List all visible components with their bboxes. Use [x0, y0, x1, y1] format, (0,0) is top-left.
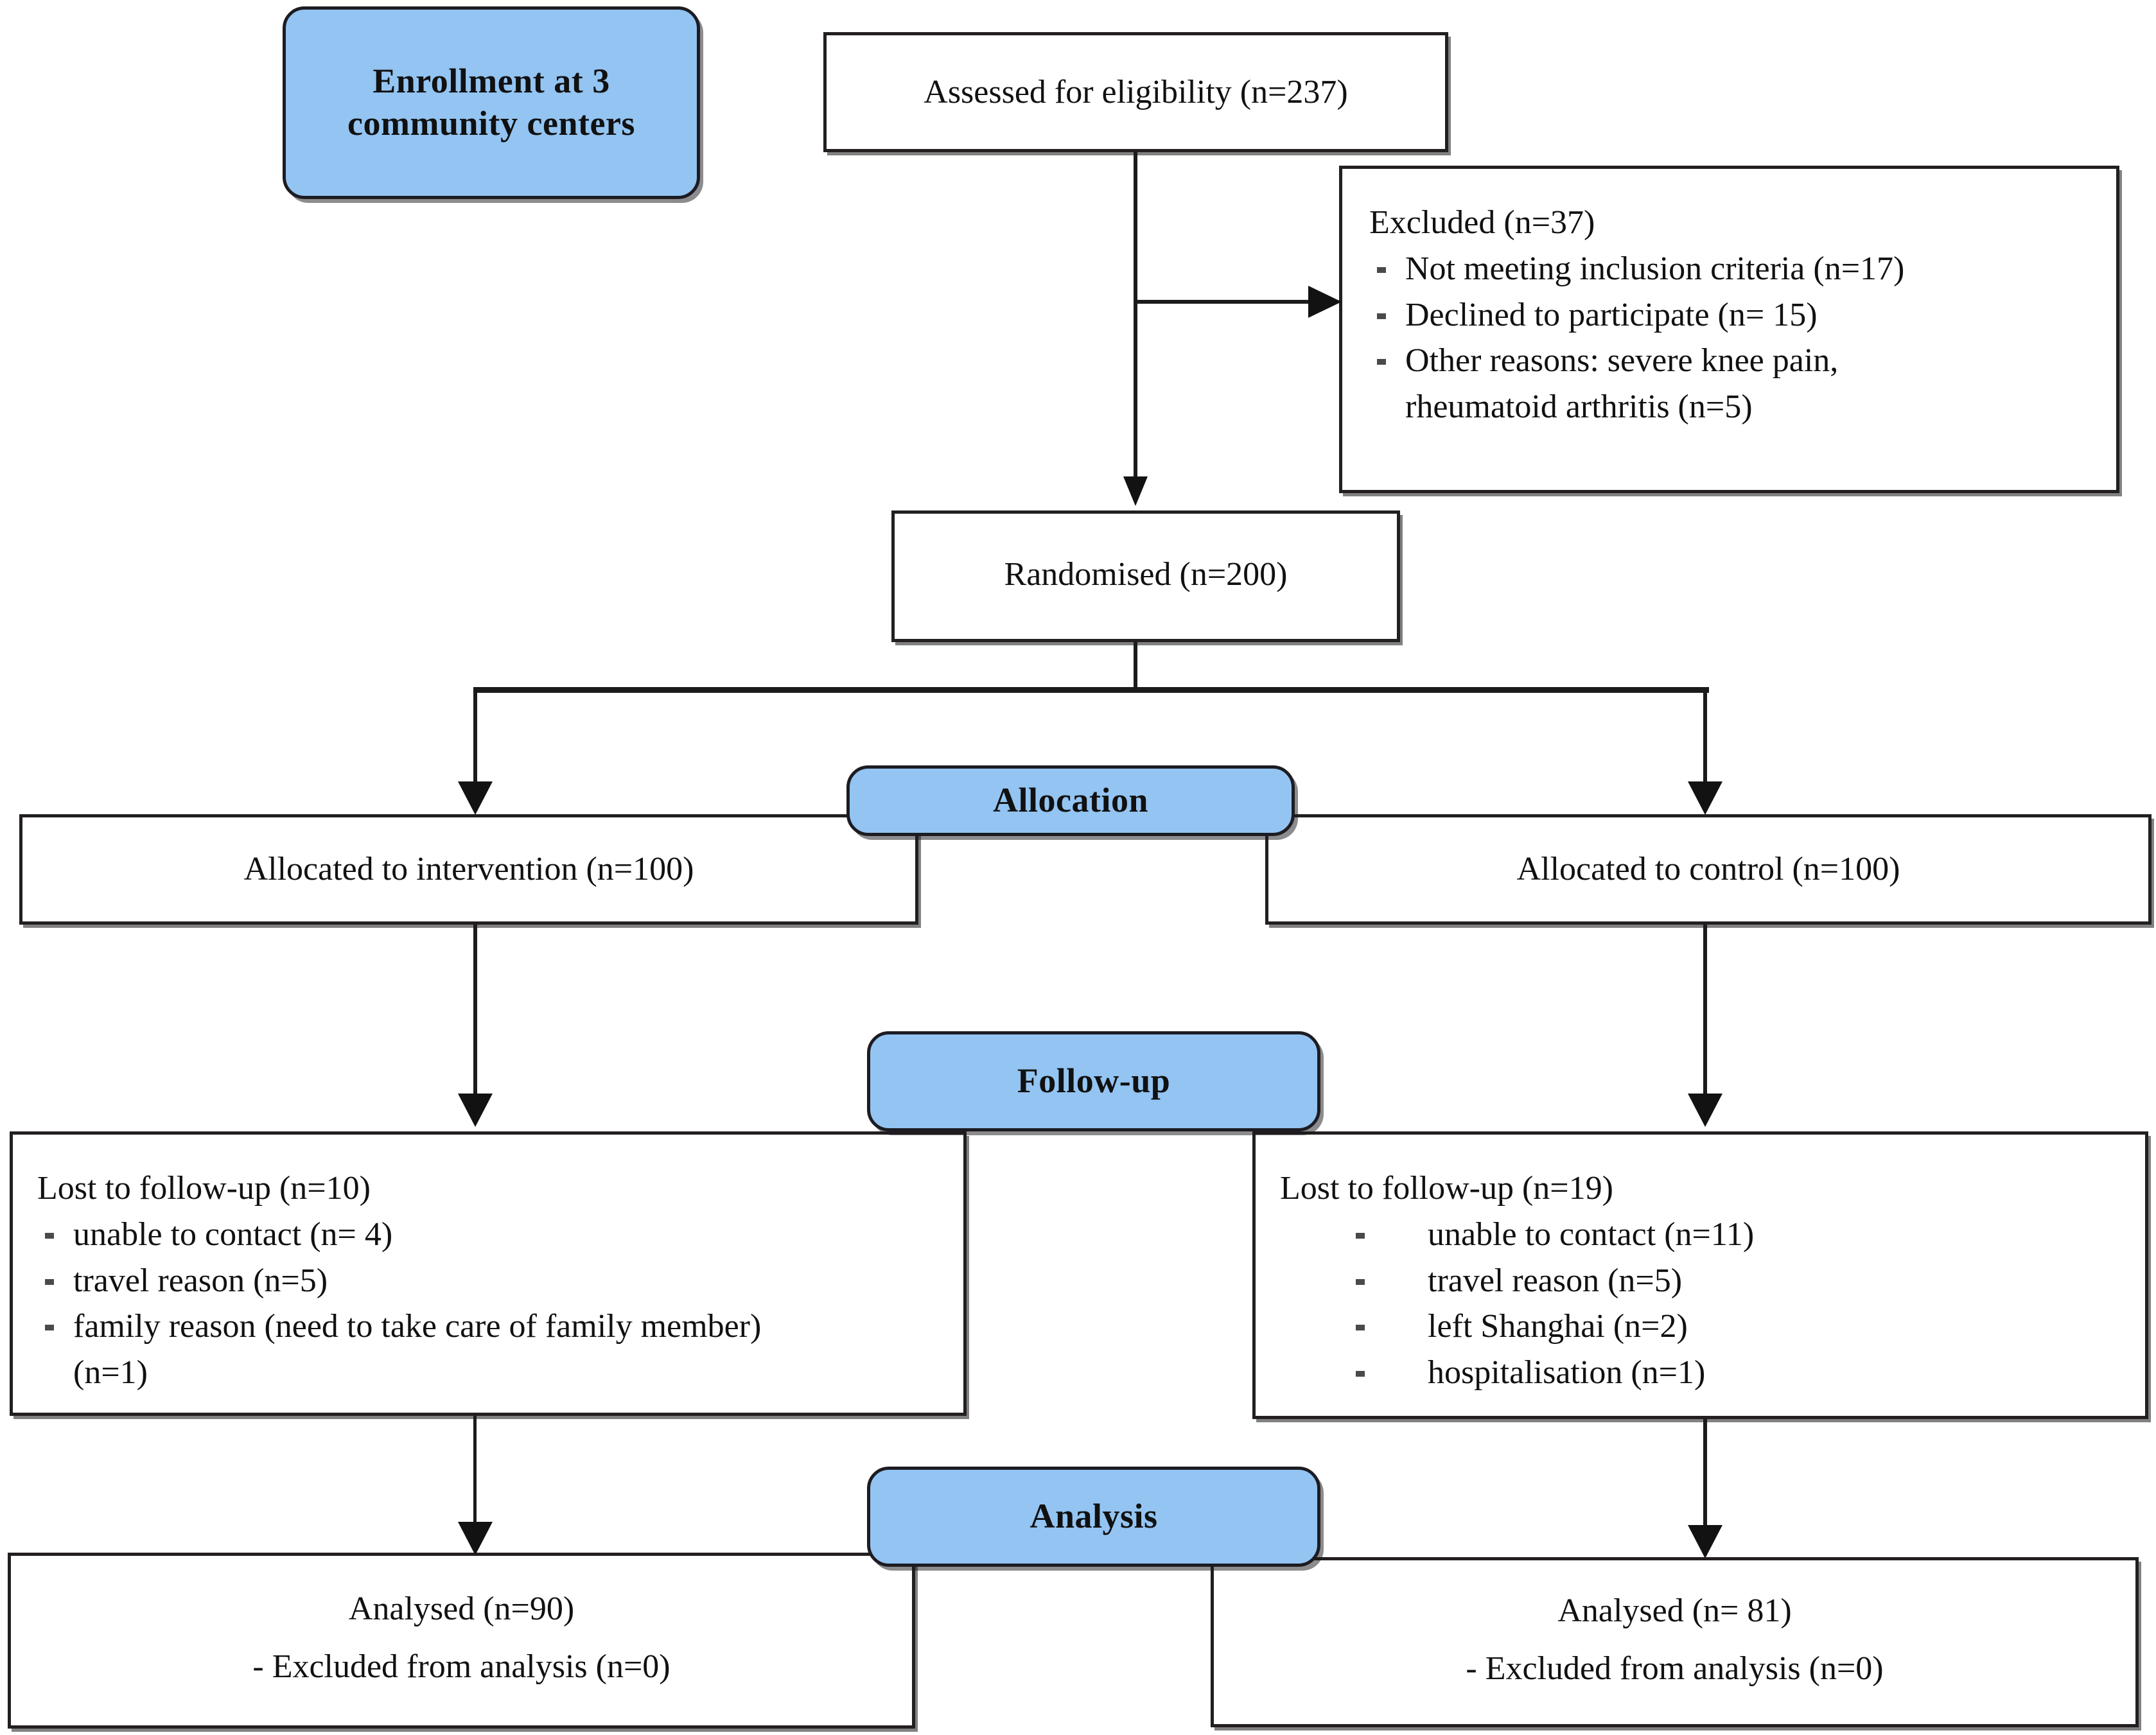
followup-control-list: Lost to follow-up (n=19) unable to conta… [1280, 1165, 2135, 1396]
stage-label-enrollment-text: Enrollment at 3 community centers [347, 60, 635, 145]
excluded-reason-3: Other reasons: severe knee pain, [1369, 338, 2105, 384]
excluded-reason-3-continuation: rheumatoid arthritis (n=5) [1405, 388, 1753, 425]
stage-label-analysis-text: Analysis [1030, 1497, 1158, 1536]
analysed-intervention-text: Analysed (n=90) [348, 1591, 575, 1627]
followup-intervention-reason-3-continuation: (n=1) [73, 1354, 148, 1391]
stage-label-enrollment: Enrollment at 3 community centers [283, 6, 700, 199]
stage-label-followup-text: Follow-up [1017, 1061, 1171, 1101]
connector-split-to-intervention [473, 687, 477, 787]
arrowhead-assessed-to-randomised [1123, 476, 1148, 506]
connector-followup-intervention-to-analysis [473, 1416, 477, 1528]
connector-assessed-to-excluded [1134, 300, 1310, 304]
connector-randomised-down [1134, 642, 1137, 690]
analysed-control-box: Analysed (n= 81) - Excluded from analysi… [1211, 1557, 2139, 1727]
arrowhead-followup-intervention-to-analysis [458, 1522, 493, 1555]
analysed-intervention-excluded-label: Excluded from analysis (n=0) [272, 1648, 670, 1685]
enrollment-line-2: community centers [347, 104, 635, 143]
analysed-control-excluded-text: - Excluded from analysis (n=0) [1214, 1648, 2135, 1689]
followup-intervention-reason-1: unable to contact (n= 4) [37, 1212, 953, 1258]
excluded-heading: Excluded (n=37) [1369, 204, 1595, 241]
arrowhead-split-to-control [1688, 781, 1722, 815]
followup-control-reason-1: unable to contact (n=11) [1280, 1212, 2135, 1258]
lost-to-followup-control-box: Lost to follow-up (n=19) unable to conta… [1252, 1131, 2148, 1419]
stage-label-allocation-text: Allocation [993, 781, 1148, 820]
followup-intervention-reason-3: family reason (need to take care of fami… [37, 1303, 953, 1350]
followup-intervention-reason-2: travel reason (n=5) [37, 1258, 953, 1304]
excluded-box: Excluded (n=37) Not meeting inclusion cr… [1339, 166, 2119, 493]
analysed-control-excluded-label: Excluded from analysis (n=0) [1485, 1650, 1884, 1687]
excluded-list: Excluded (n=37) Not meeting inclusion cr… [1369, 200, 2105, 430]
arrowhead-control-to-followup [1688, 1094, 1722, 1127]
excluded-reason-1: Not meeting inclusion criteria (n=17) [1369, 246, 2105, 292]
analysed-control-excluded-bullet: - [1466, 1650, 1486, 1687]
followup-control-reason-3: left Shanghai (n=2) [1280, 1303, 2135, 1350]
randomised-text: Randomised (n=200) [1004, 556, 1288, 593]
allocated-to-control-text: Allocated to control (n=100) [1516, 851, 1900, 887]
randomised-box: Randomised (n=200) [891, 510, 1400, 642]
analysed-control-text: Analysed (n= 81) [1557, 1592, 1792, 1629]
followup-intervention-heading: Lost to follow-up (n=10) [37, 1170, 371, 1207]
allocated-to-intervention-box: Allocated to intervention (n=100) [19, 814, 918, 925]
arrowhead-followup-control-to-analysis [1688, 1525, 1722, 1558]
followup-control-heading: Lost to follow-up (n=19) [1280, 1170, 1613, 1207]
assessed-for-eligibility-box: Assessed for eligibility (n=237) [823, 32, 1448, 152]
followup-intervention-list: Lost to follow-up (n=10) unable to conta… [37, 1165, 953, 1396]
stage-label-followup: Follow-up [867, 1031, 1320, 1131]
arrowhead-assessed-to-excluded [1308, 286, 1342, 318]
arrowhead-intervention-to-followup [458, 1094, 493, 1127]
connector-allocation-split [473, 687, 1709, 693]
allocated-to-intervention-text: Allocated to intervention (n=100) [243, 851, 694, 887]
followup-control-reason-2: travel reason (n=5) [1280, 1258, 2135, 1304]
enrollment-line-1: Enrollment at 3 [372, 62, 610, 101]
analysed-intervention-excluded-bullet: - [252, 1648, 272, 1685]
followup-control-reason-4: hospitalisation (n=1) [1280, 1350, 2135, 1396]
connector-followup-control-to-analysis [1703, 1419, 1707, 1531]
allocated-to-control-box: Allocated to control (n=100) [1265, 814, 2152, 925]
arrowhead-split-to-intervention [458, 781, 493, 815]
connector-intervention-to-followup [473, 925, 477, 1098]
analysed-intervention-box: Analysed (n=90) - Excluded from analysis… [8, 1553, 915, 1729]
lost-to-followup-intervention-box: Lost to follow-up (n=10) unable to conta… [10, 1131, 967, 1416]
stage-label-allocation: Allocation [846, 765, 1295, 836]
stage-label-analysis: Analysis [867, 1467, 1320, 1567]
assessed-for-eligibility-text: Assessed for eligibility (n=237) [924, 74, 1348, 110]
analysed-intervention-excluded-text: - Excluded from analysis (n=0) [11, 1646, 912, 1687]
connector-control-to-followup [1703, 925, 1707, 1098]
excluded-reason-2: Declined to participate (n= 15) [1369, 292, 2105, 338]
connector-assessed-to-randomised [1134, 152, 1137, 476]
connector-split-to-control [1703, 687, 1707, 787]
